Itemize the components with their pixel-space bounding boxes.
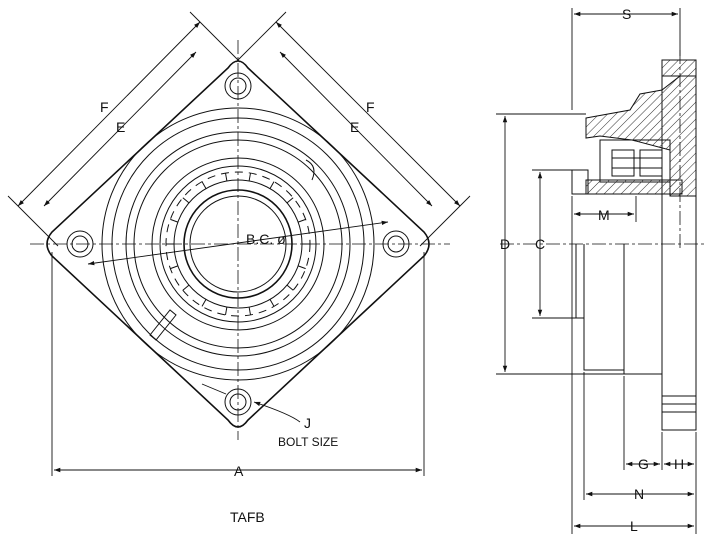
s-label: S <box>622 6 631 22</box>
lower-bolt <box>662 395 696 413</box>
locknut-tooth <box>248 173 251 182</box>
bc-dimension-line <box>87 220 389 266</box>
e-label-left: E <box>116 119 125 135</box>
e-label-right: E <box>350 119 359 135</box>
housing-lower-body <box>575 244 663 375</box>
bolt-size-label: BOLT SIZE <box>278 435 338 449</box>
j-label: J <box>304 415 311 431</box>
drawing-title: TAFB <box>230 509 265 525</box>
locknut-tooth <box>269 299 275 307</box>
housing-section-hatch <box>585 75 697 197</box>
l-label: L <box>630 518 638 534</box>
m-label: M <box>598 207 610 223</box>
locknut-tooth <box>269 181 275 189</box>
locknut-tooth <box>201 181 207 189</box>
side-view: S D C M G H N L <box>496 6 705 534</box>
sleeve-hatch <box>585 179 683 195</box>
locknut-tooth <box>248 306 251 315</box>
c-label: C <box>535 236 545 252</box>
flange-hatch-top <box>661 59 697 77</box>
locknut <box>571 169 589 195</box>
h-label: H <box>674 456 684 472</box>
locknut-tooth <box>225 173 228 182</box>
e-dimension-right <box>279 51 433 207</box>
locknut-tooth <box>170 218 179 223</box>
locknut-tooth <box>170 265 179 270</box>
locknut-tooth <box>225 306 228 315</box>
a-label: A <box>234 463 244 479</box>
locknut-tooth <box>182 284 190 291</box>
bc-label: B.C. ø <box>246 231 286 247</box>
locknut-tooth <box>286 197 294 204</box>
locknut-tooth <box>201 299 207 307</box>
locknut-tooth <box>297 265 306 270</box>
locknut-tooth <box>286 284 294 291</box>
locknut-tooth <box>182 197 190 204</box>
flange-outline <box>46 60 430 428</box>
f-label-left: F <box>100 99 109 115</box>
g-label: G <box>638 456 649 472</box>
d-label: D <box>500 236 510 252</box>
e-dimension-left <box>43 51 197 207</box>
f-label-right: F <box>366 99 375 115</box>
j-leader <box>253 401 301 423</box>
front-view: B.C. ø F E F E A J BOLT SIZE <box>7 11 471 479</box>
n-label: N <box>634 486 644 502</box>
locknut-tooth <box>297 218 306 223</box>
